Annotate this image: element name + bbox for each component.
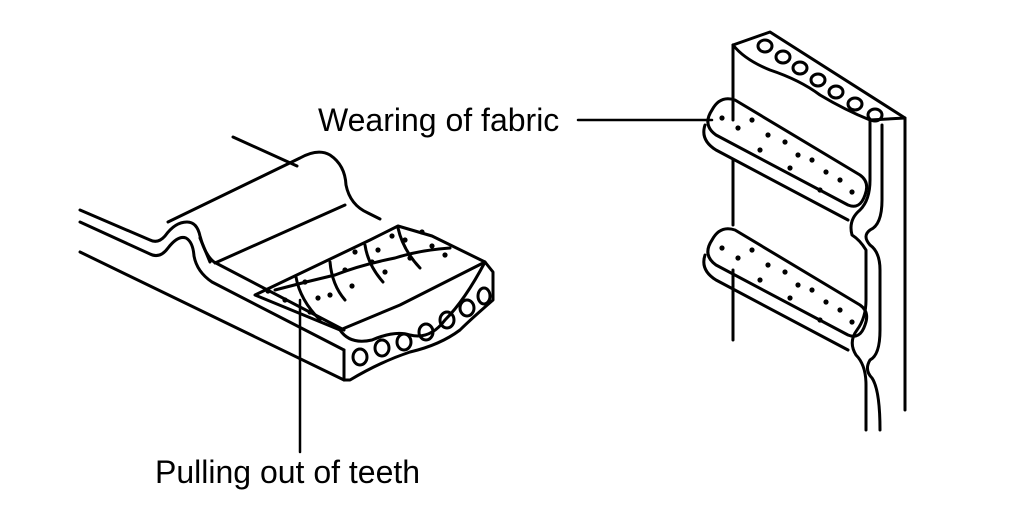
right-belt-right-edge bbox=[731, 30, 907, 412]
left-belt-end-face bbox=[338, 260, 495, 382]
fabric-crack-2 bbox=[328, 260, 347, 302]
left-belt-side-line bbox=[78, 220, 346, 352]
pulling-out-of-teeth-label: Pulling out of teeth bbox=[155, 454, 421, 490]
left-belt-tooth-side bbox=[198, 236, 212, 264]
left-belt-back-edge bbox=[231, 135, 299, 168]
right-belt-front-profile bbox=[849, 118, 872, 432]
right-belt-cord-holes bbox=[756, 38, 884, 123]
left-belt-exposed-fabric bbox=[253, 224, 487, 332]
left-belt-illustration bbox=[78, 135, 495, 454]
left-belt-tooth-base-line bbox=[213, 203, 347, 265]
right-belt-upper-tooth bbox=[706, 97, 869, 208]
wearing-of-fabric-label: Wearing of fabric bbox=[318, 102, 560, 138]
fabric-crack-4 bbox=[396, 226, 422, 270]
fabric-crack-5 bbox=[273, 246, 452, 292]
right-belt-upper-tooth-lower-edge bbox=[702, 123, 850, 222]
right-belt-front-profile-2 bbox=[864, 123, 884, 432]
right-belt-lower-tooth bbox=[706, 227, 869, 338]
right-belt-top-face bbox=[731, 43, 907, 122]
right-fabric-dots bbox=[719, 115, 855, 325]
left-belt-cord-holes bbox=[351, 286, 492, 367]
left-belt-intact-tooth bbox=[166, 150, 382, 224]
fabric-crack-1 bbox=[294, 275, 322, 322]
right-belt-illustration bbox=[576, 30, 907, 432]
right-belt-lower-tooth-lower-edge bbox=[702, 253, 850, 352]
left-fabric-dots bbox=[265, 229, 448, 315]
